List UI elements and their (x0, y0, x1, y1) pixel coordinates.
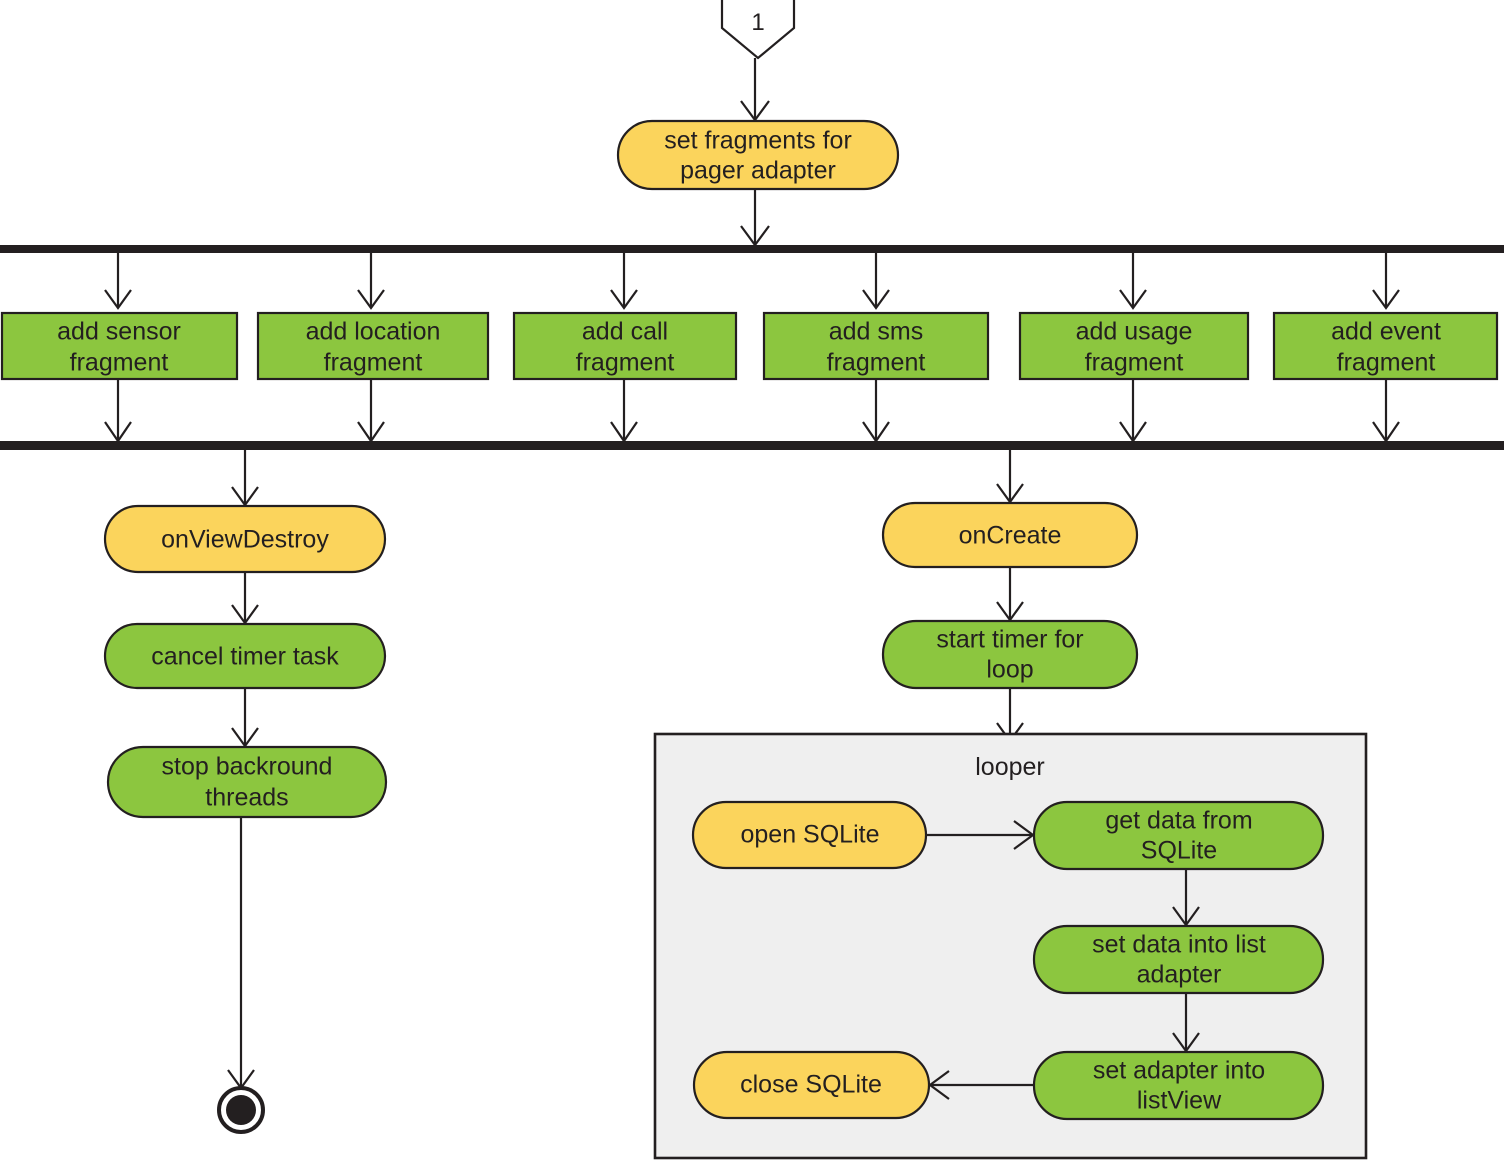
edge-onviewdestroy-to-cancel-timer-task (231, 572, 259, 625)
node-shape-rounded (1032, 800, 1325, 871)
node-label: onViewDestroy (161, 526, 329, 554)
node-set-fragments-for-pager-adapter[interactable]: set fragments for pager adapter (616, 119, 900, 191)
edge-fork-to-fragment-2 (357, 253, 385, 310)
node-open-sqlite[interactable]: open SQLite (691, 800, 928, 870)
final-node-core (226, 1095, 256, 1125)
node-shape-rounded (106, 745, 388, 819)
join-bar (0, 441, 1504, 450)
node-get-data-from-sqlite[interactable]: get data from SQLite (1032, 800, 1325, 871)
node-label-line1: add location (306, 318, 441, 346)
node-label-line2: listView (1137, 1087, 1222, 1115)
fork-bar-top (0, 245, 1504, 253)
node-label-line2: fragment (324, 349, 423, 377)
edge-fragment-1-to-join (104, 379, 132, 443)
node-shape-rect (762, 311, 990, 381)
node-label-line1: start timer for (936, 626, 1083, 654)
connector-pentagon-shape (720, 0, 796, 60)
node-stop-backround-threads[interactable]: stop backround threads (106, 745, 388, 819)
node-label: open SQLite (741, 821, 880, 849)
node-label-line2: fragment (70, 349, 169, 377)
node-label-line1: add usage (1076, 318, 1193, 346)
node-label-line1: add call (582, 318, 668, 346)
node-label-line1: add sensor (57, 318, 181, 346)
node-label: cancel timer task (151, 643, 339, 671)
edge-stop-threads-to-final-node (227, 817, 255, 1090)
looper-group-title: looper (975, 753, 1045, 781)
edge-set-fragments-to-fork (740, 189, 770, 247)
node-label-line1: get data from (1105, 807, 1252, 835)
node-shape-rounded (1032, 924, 1325, 995)
node-add-sms-fragment[interactable]: add sms fragment (762, 311, 990, 381)
node-label-line2: loop (986, 656, 1033, 684)
node-label-line1: add sms (829, 318, 923, 346)
node-add-usage-fragment[interactable]: add usage fragment (1018, 311, 1250, 381)
final-node[interactable] (217, 1086, 265, 1134)
connector-node-1[interactable]: 1 (720, 0, 796, 60)
node-label-line1: set adapter into (1093, 1057, 1265, 1085)
node-label: close SQLite (740, 1071, 882, 1099)
edge-fragment-5-to-join (1119, 379, 1147, 443)
node-onviewdestroy[interactable]: onViewDestroy (103, 504, 387, 574)
node-start-timer-for-loop[interactable]: start timer for loop (881, 619, 1139, 690)
node-label-line2: adapter (1137, 961, 1222, 989)
node-add-call-fragment[interactable]: add call fragment (512, 311, 738, 381)
edge-fork-to-fragment-4 (862, 253, 890, 310)
edge-fork-to-fragment-3 (610, 253, 638, 310)
edge-fork-to-fragment-5 (1119, 253, 1147, 310)
edge-fragment-2-to-join (357, 379, 385, 443)
edge-fragment-4-to-join (862, 379, 890, 443)
edge-join-to-oncreate (996, 450, 1024, 504)
connector-label: 1 (751, 9, 764, 36)
node-label-line2: pager adapter (680, 157, 836, 185)
node-label-line1: add event (1331, 318, 1441, 346)
node-shape-rect (1018, 311, 1250, 381)
edge-cancel-timer-to-stop-threads (231, 688, 259, 748)
node-set-adapter-into-listview[interactable]: set adapter into listView (1032, 1050, 1325, 1121)
node-add-location-fragment[interactable]: add location fragment (256, 311, 490, 381)
node-shape-rect (256, 311, 490, 381)
node-label: onCreate (959, 522, 1062, 550)
node-label-line2: SQLite (1141, 837, 1217, 865)
edge-oncreate-to-start-timer (996, 567, 1024, 622)
node-label-line2: fragment (1337, 349, 1436, 377)
node-label-line1: set fragments for (664, 127, 852, 155)
node-shape-rect (512, 311, 738, 381)
edge-fork-to-fragment-1 (104, 253, 132, 310)
node-label-line1: stop backround (162, 753, 333, 781)
node-label-line2: fragment (576, 349, 675, 377)
node-oncreate[interactable]: onCreate (881, 501, 1139, 569)
node-set-data-into-list-adapter[interactable]: set data into list adapter (1032, 924, 1325, 995)
node-shape-rect (1272, 311, 1499, 381)
edge-fork-to-fragment-6 (1372, 253, 1400, 310)
node-cancel-timer-task[interactable]: cancel timer task (103, 622, 387, 690)
edge-connector-to-set-fragments (740, 58, 770, 122)
node-label-line1: set data into list (1092, 931, 1266, 959)
edge-fragment-3-to-join (610, 379, 638, 443)
node-close-sqlite[interactable]: close SQLite (692, 1050, 931, 1120)
node-add-sensor-fragment[interactable]: add sensor fragment (0, 311, 239, 381)
final-node-ring (217, 1086, 265, 1134)
node-add-event-fragment[interactable]: add event fragment (1272, 311, 1499, 381)
edge-join-to-onviewdestroy (231, 450, 259, 507)
node-label-line2: fragment (827, 349, 926, 377)
node-label-line2: threads (205, 784, 288, 812)
node-shape-rect (0, 311, 239, 381)
node-label-line2: fragment (1085, 349, 1184, 377)
edge-fragment-6-to-join (1372, 379, 1400, 443)
node-shape-rounded (692, 1050, 931, 1120)
node-shape-rounded (616, 119, 900, 191)
